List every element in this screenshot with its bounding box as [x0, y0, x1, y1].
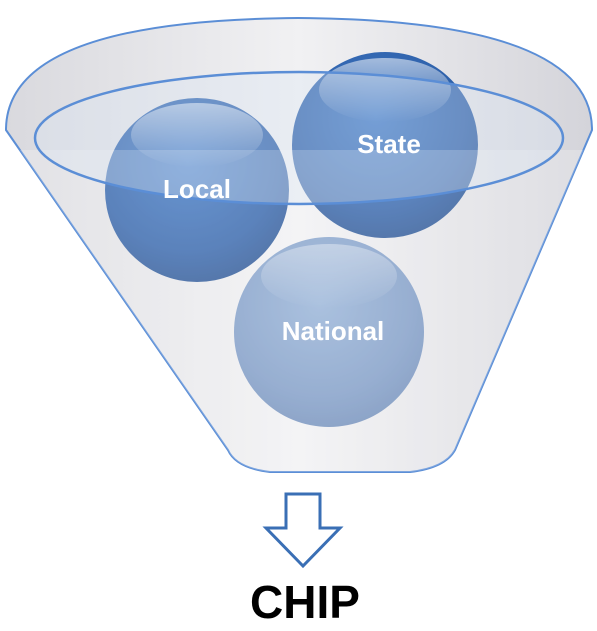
down-arrow-icon — [262, 492, 344, 569]
label-local: Local — [163, 174, 231, 204]
label-state: State — [357, 129, 421, 159]
output-label: CHIP — [250, 576, 360, 628]
funnel-front-overlay — [19, 150, 584, 472]
circle-local — [105, 98, 289, 282]
circle-national — [234, 237, 424, 427]
label-national: National — [282, 316, 385, 346]
funnel-rim — [33, 70, 565, 206]
